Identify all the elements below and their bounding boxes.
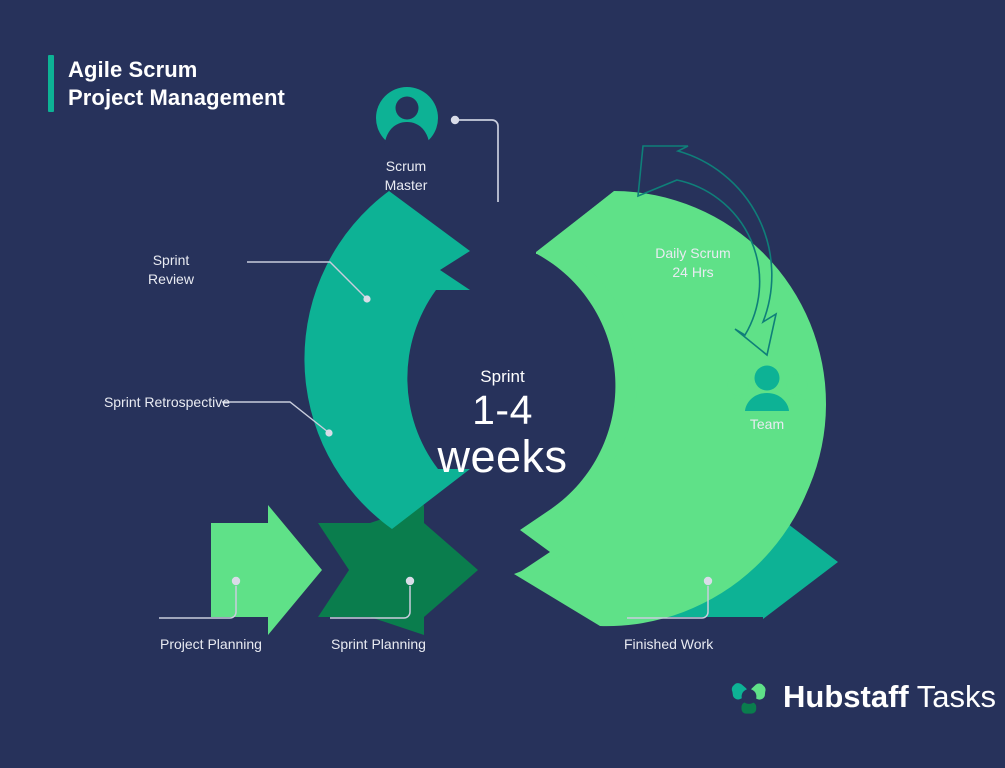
scrum-master-label: Scrum Master	[384, 158, 428, 193]
project-planning-label: Project Planning	[160, 636, 262, 652]
connector-project-planning	[159, 576, 241, 619]
connector-scrum-master	[450, 115, 499, 202]
connector-sprint-planning	[330, 576, 415, 619]
stage-arrow-project-planning	[211, 505, 322, 635]
page-title: Agile Scrum Project Management	[48, 55, 285, 112]
cycle-arc-teal	[304, 191, 470, 529]
team-icon	[719, 365, 816, 414]
cycle-arc-green-shape	[514, 192, 824, 627]
sprint-duration-value: 1-4	[472, 387, 533, 433]
logo-product-text: Tasks	[916, 679, 997, 714]
sprint-duration-block: Sprint 1-4 weeks	[380, 366, 625, 482]
logo-product	[909, 679, 917, 714]
title-accent-bar	[48, 55, 54, 112]
hubstaff-logo-mark-icon	[731, 683, 766, 714]
hubstaff-tasks-logo: Hubstaff Tasks	[728, 676, 996, 718]
scrum-master-icon	[376, 87, 438, 155]
connector-sprint-review	[247, 261, 371, 303]
connector-finished-work	[627, 576, 713, 619]
stage-arrow-sprint-planning	[318, 505, 478, 635]
sprint-label: Sprint	[480, 367, 525, 386]
team-label: Team	[749, 416, 785, 432]
sprint-duration-unit: weeks	[437, 431, 568, 482]
sprint-retrospective-label: Sprint Retrospective	[103, 394, 230, 410]
sprint-review-label: Sprint Review	[148, 252, 194, 287]
logo-wordmark: Hubstaff Tasks	[783, 680, 996, 714]
daily-scrum-arrow	[637, 145, 778, 357]
finished-work-label: Finished Work	[624, 636, 714, 652]
connector-sprint-retrospective	[222, 401, 333, 437]
sprint-planning-label: Sprint Planning	[331, 636, 426, 652]
title-text: Agile Scrum Project Management	[68, 57, 285, 110]
logo-brand: Hubstaff	[783, 679, 909, 714]
daily-scrum-label: Daily Scrum 24 Hrs	[655, 245, 731, 280]
